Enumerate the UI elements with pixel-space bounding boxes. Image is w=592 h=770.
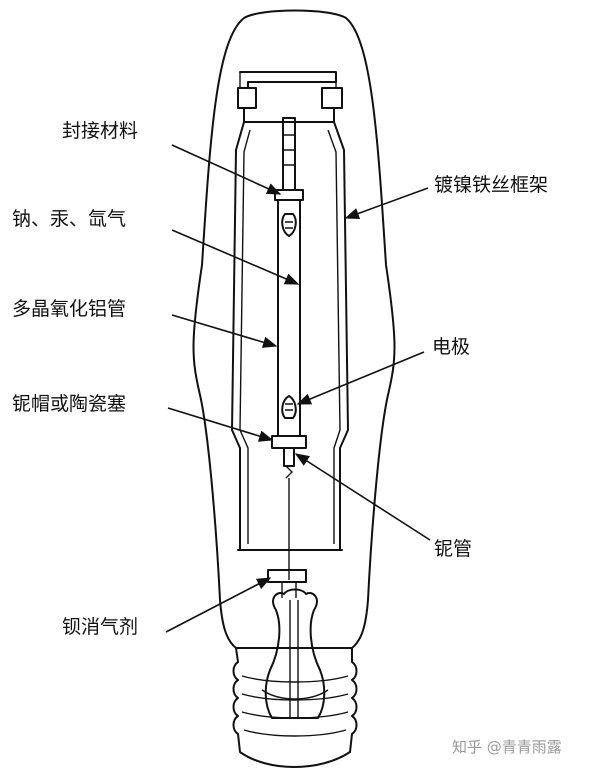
watermark: 知乎 @青青雨露 xyxy=(452,738,562,756)
pointer-electrode xyxy=(296,351,425,405)
pointer-sodium-mercury-xenon xyxy=(171,229,300,285)
pointer-niobium-tube xyxy=(294,453,431,541)
label-sodium-mercury-xenon: 钠、汞、氙气 xyxy=(12,208,127,230)
label-seal-material: 封接材料 xyxy=(62,120,139,142)
pointer-wire-frame xyxy=(344,187,429,219)
label-barium-getter: 钡消气剂 xyxy=(62,616,139,638)
label-wire-frame: 镀镍铁丝框架 xyxy=(434,174,549,196)
label-electrode: 电极 xyxy=(432,336,471,358)
lamp-stem xyxy=(264,588,326,719)
pointer-seal-material xyxy=(171,144,282,195)
top-bracket xyxy=(237,71,343,123)
pointer-niobium-cap xyxy=(167,407,274,442)
wire-frame xyxy=(231,121,349,551)
arc-tube xyxy=(271,117,307,580)
label-niobium-tube: 铌管 xyxy=(434,538,473,560)
pointer-alumina-tube xyxy=(171,314,278,348)
outer-glass-bulb xyxy=(192,9,396,649)
screw-base xyxy=(232,647,358,768)
label-niobium-cap: 铌帽或陶瓷塞 xyxy=(12,393,127,415)
label-alumina-tube: 多晶氧化铝管 xyxy=(12,298,127,320)
barium-getter-part xyxy=(267,569,307,583)
pointer-barium-getter xyxy=(165,577,272,633)
